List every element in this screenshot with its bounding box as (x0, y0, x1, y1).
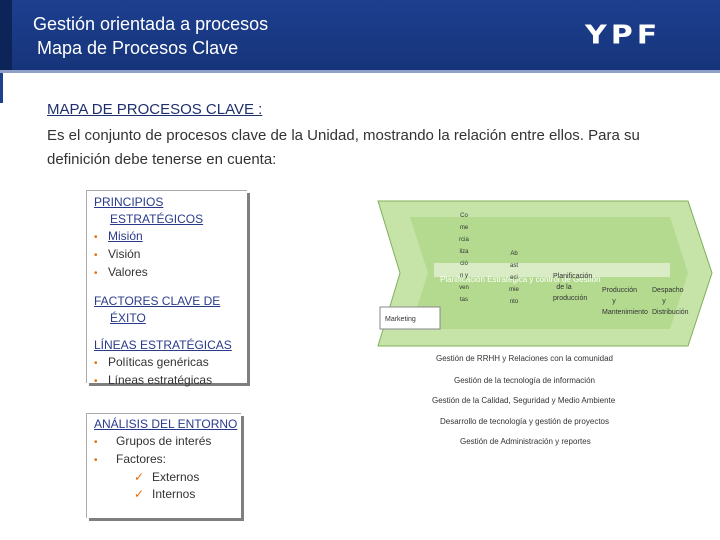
comercial-vertical-label: Comercialización y ventas (459, 213, 469, 303)
factores-title: FACTORES CLAVE DE ÉXITO (94, 294, 221, 325)
produccion-column: Producción y Mantenimiento (602, 287, 648, 316)
bullet-icon: • (94, 376, 98, 387)
header-accent (0, 0, 12, 70)
analisis-section: ANÁLISIS DEL ENTORNO •Grupos de interés … (94, 417, 238, 501)
header-bar: Gestión orientada a procesos Mapa de Pro… (0, 0, 720, 73)
marketing-label: Marketing (385, 316, 416, 323)
mision-link[interactable]: Misión (108, 229, 143, 243)
bullet-icon: • (94, 268, 98, 279)
bullet-icon: • (94, 437, 98, 448)
header-shadow (0, 70, 720, 73)
header-title-line2: Mapa de Procesos Clave (37, 38, 239, 58)
environment-box (86, 413, 241, 518)
marketing-box (379, 306, 441, 330)
check-icon: ✓ (134, 470, 145, 484)
despacho-column: Despacho y Distribución (652, 287, 689, 316)
support-process-projects: Desarrollo de tecnología y gestión de pr… (440, 417, 609, 426)
bullet-icon: • (94, 250, 98, 261)
ypf-logo: YPF (585, 20, 662, 51)
left-edge-bar (0, 73, 3, 103)
principios-title: PRINCIPIOS ESTRATÉGICOS •Misión •Visión … (94, 194, 203, 282)
support-process-quality: Gestión de la Calidad, Seguridad y Medio… (432, 396, 616, 405)
valores-item: Valores (108, 265, 148, 279)
planificacion-column: Planificación de la producción (553, 273, 593, 302)
support-process-it: Gestión de la tecnología de información (454, 376, 595, 385)
planning-label: Planificación Estratégica y control de G… (440, 275, 601, 284)
strategy-box (86, 190, 247, 383)
header-title-line1: Gestión orientada a procesos (33, 14, 269, 34)
intro-text: Es el conjunto de procesos clave de la U… (47, 127, 640, 168)
support-area (380, 349, 690, 449)
bullet-icon: • (94, 358, 98, 369)
lineas-title: LÍNEAS ESTRATÉGICAS (94, 338, 232, 352)
lineas-section: LÍNEAS ESTRATÉGICAS •Políticas genéricas… (94, 337, 232, 390)
support-process-admin: Gestión de Administración y reportes (460, 437, 591, 446)
map-heading: MAPA DE PROCESOS CLAVE : (47, 101, 263, 118)
planning-band (434, 263, 670, 277)
process-map (377, 200, 713, 449)
check-icon: ✓ (134, 487, 145, 501)
bullet-icon: • (94, 455, 98, 466)
bullet-icon: • (94, 232, 98, 243)
vision-item: Visión (108, 247, 141, 261)
analisis-title: ANÁLISIS DEL ENTORNO (94, 417, 238, 431)
support-process-rrhh: Gestión de RRHH y Relaciones con la comu… (436, 354, 613, 363)
abastecimiento-vertical-label: Abastecimiento (509, 251, 519, 305)
